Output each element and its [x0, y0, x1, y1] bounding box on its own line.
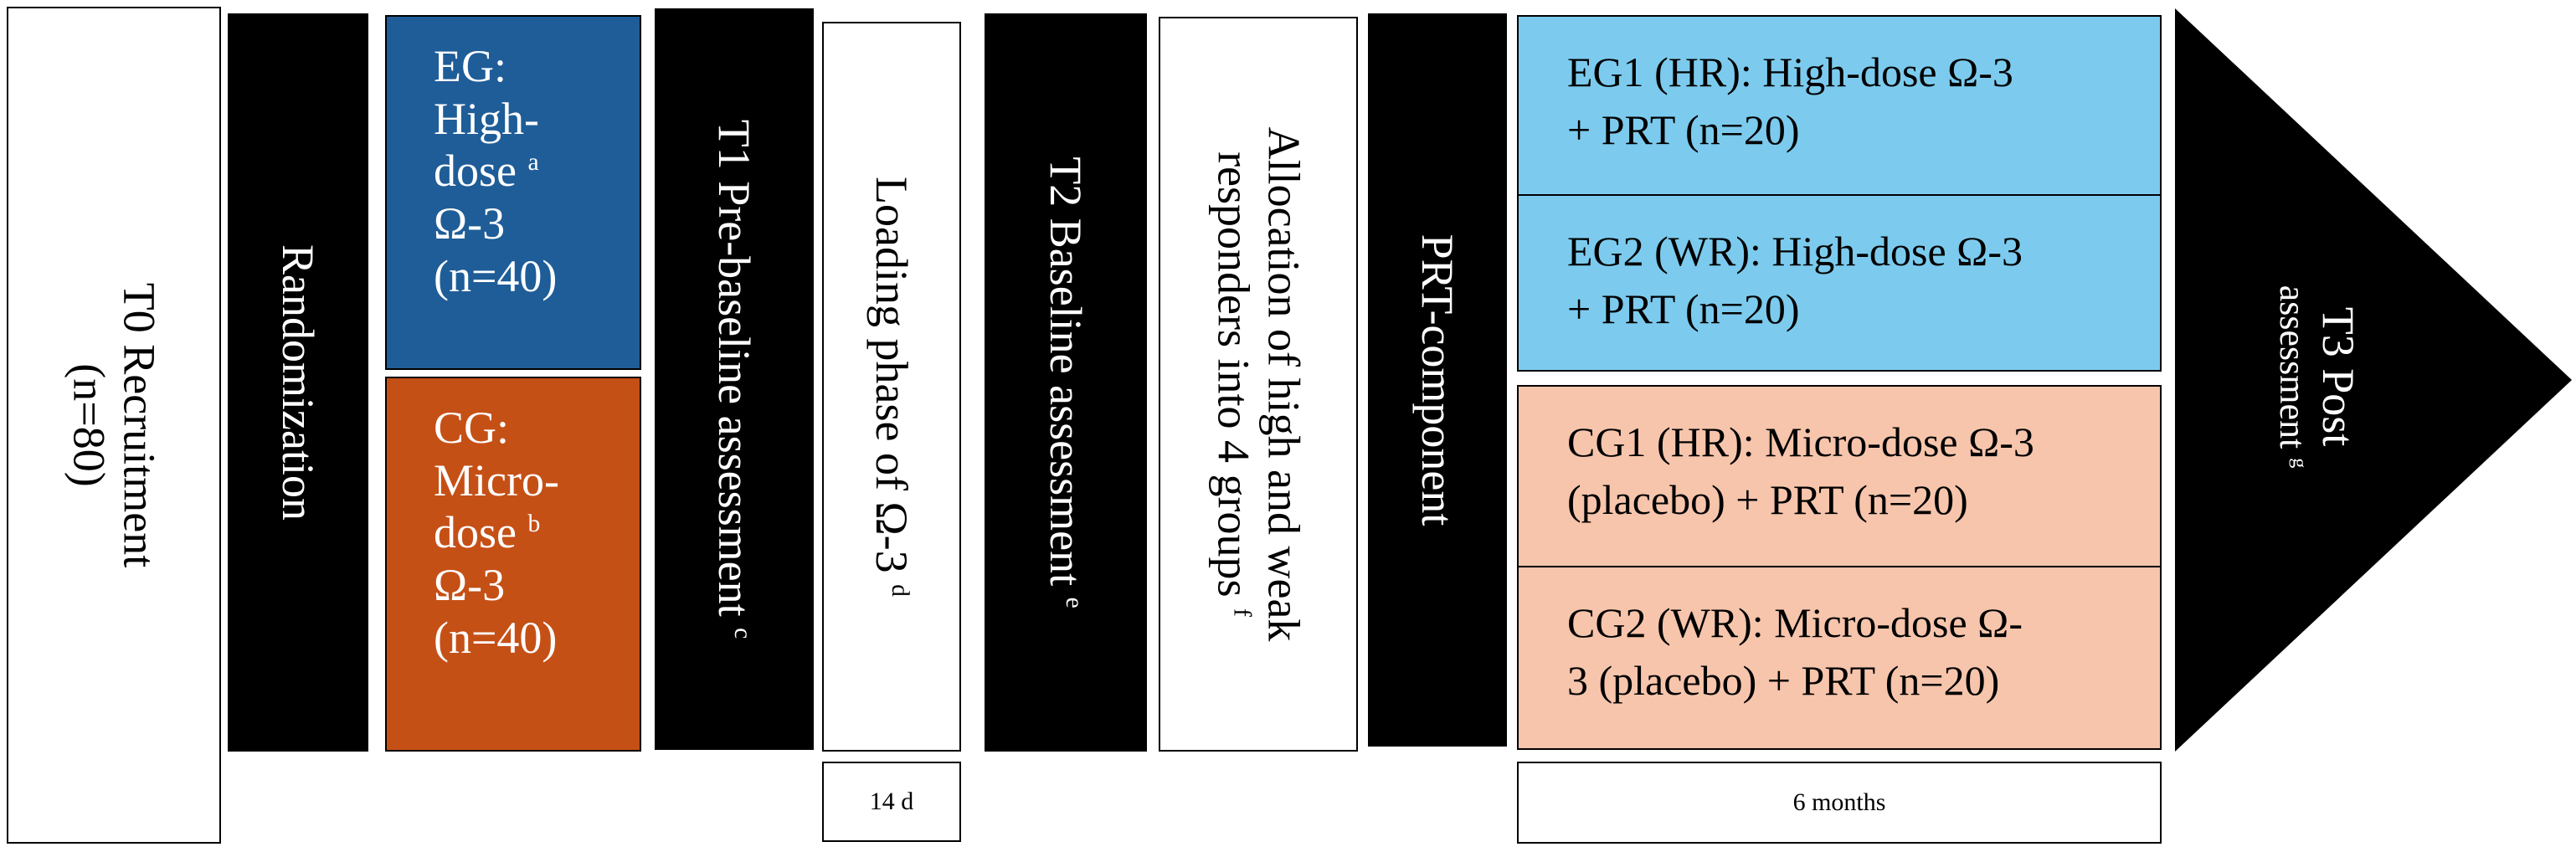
- cg-micro-dose-box: CG: Micro- dose b Ω-3 (n=40): [385, 377, 641, 752]
- eg-footnote-a: a: [527, 149, 539, 177]
- eg-line4: Ω-3: [434, 198, 506, 249]
- cg1-text: CG1 (HR): Micro-dose Ω-3 (placebo) + PRT…: [1567, 413, 2034, 529]
- loading-phase-box: Loading phase of Ω-3 d: [822, 22, 961, 752]
- cg-line2: Micro-: [434, 454, 559, 506]
- t3-line1: T3 Post: [2312, 306, 2363, 447]
- loading-duration-box: 14 d: [822, 762, 961, 842]
- allocation-box: Allocation of high and weak responders i…: [1159, 17, 1358, 752]
- eg-line5: (n=40): [434, 250, 558, 301]
- t2-baseline-bar: T2 Baseline assessment e: [985, 13, 1147, 752]
- cg1-group-box: CG1 (HR): Micro-dose Ω-3 (placebo) + PRT…: [1517, 385, 2162, 567]
- cg-line3-text: dose: [434, 507, 517, 558]
- cg-line5: (n=40): [434, 612, 558, 663]
- eg-line3: dose a: [434, 145, 557, 198]
- t3-text-holder: T3 Post assessment g: [2192, 209, 2443, 544]
- prt-component-bar: PRT-component: [1368, 13, 1507, 747]
- cg2-line2: 3 (placebo) + PRT (n=20): [1567, 657, 2000, 704]
- eg-line3-text: dose: [434, 146, 517, 197]
- cg2-group-box: CG2 (WR): Micro-dose Ω- 3 (placebo) + PR…: [1517, 566, 2162, 750]
- cg1-line1: CG1 (HR): Micro-dose Ω-3: [1567, 418, 2034, 465]
- t0-recruitment-box: T0 Recruitment (n=80): [7, 7, 221, 844]
- eg-line1: EG:: [434, 41, 506, 91]
- randomization-bar: Randomization: [228, 13, 368, 752]
- cg2-line1: CG2 (WR): Micro-dose Ω-: [1567, 599, 2023, 646]
- t3-text: T3 Post assessment g: [2271, 285, 2363, 469]
- cg-text: CG: Micro- dose b Ω-3 (n=40): [434, 402, 559, 664]
- eg2-line1: EG2 (WR): High-dose Ω-3: [1567, 228, 2023, 275]
- eg2-line2: + PRT (n=20): [1567, 285, 1800, 332]
- cg-line1: CG:: [434, 403, 510, 453]
- cg-line3: dose b: [434, 506, 559, 559]
- eg1-text: EG1 (HR): High-dose Ω-3 + PRT (n=20): [1567, 44, 2013, 159]
- t1-pre-baseline-bar: T1 Pre-baseline assessment c: [655, 8, 814, 750]
- eg-line2: High-: [434, 93, 539, 144]
- cg2-text: CG2 (WR): Micro-dose Ω- 3 (placebo) + PR…: [1567, 594, 2023, 710]
- eg-high-dose-box: EG: High- dose a Ω-3 (n=40): [385, 15, 641, 370]
- eg1-line2: + PRT (n=20): [1567, 106, 1800, 153]
- eg1-line1: EG1 (HR): High-dose Ω-3: [1567, 49, 2013, 95]
- cg1-line2: (placebo) + PRT (n=20): [1567, 476, 1968, 523]
- eg2-text: EG2 (WR): High-dose Ω-3 + PRT (n=20): [1567, 223, 2023, 338]
- prt-duration-box: 6 months: [1517, 762, 2162, 844]
- t3-line2: assessment g: [2271, 285, 2312, 469]
- t3-arrow-shape: [2175, 8, 2572, 752]
- eg-text: EG: High- dose a Ω-3 (n=40): [434, 40, 557, 302]
- eg2-group-box: EG2 (WR): High-dose Ω-3 + PRT (n=20): [1517, 194, 2162, 372]
- t3-footnote-g: g: [2288, 458, 2311, 469]
- cg-footnote-b: b: [527, 511, 541, 538]
- cg-line4: Ω-3: [434, 559, 506, 610]
- t3-line2-text: assessment: [2271, 285, 2313, 449]
